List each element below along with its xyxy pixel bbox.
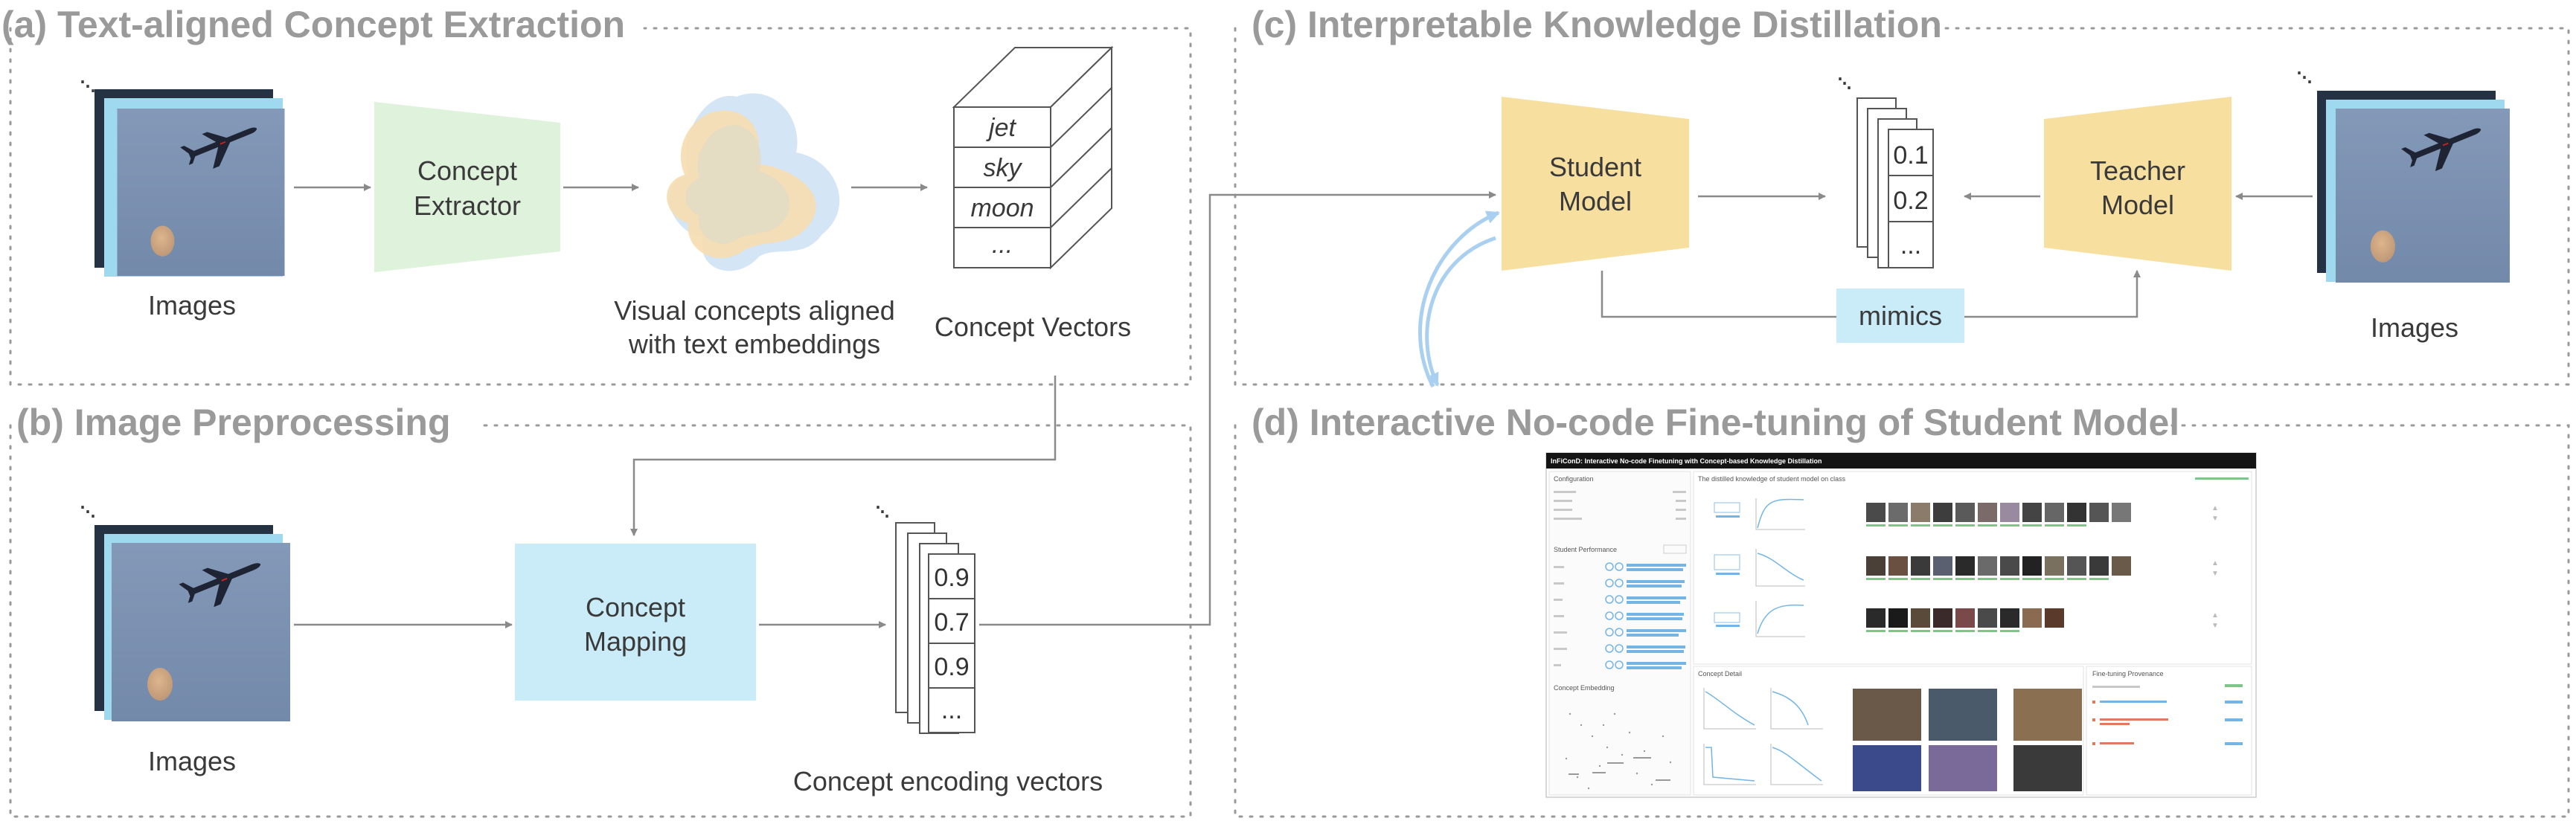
svg-text:.: . [2301, 54, 2308, 85]
concept-vector-word-0: jet [986, 114, 1016, 142]
svg-text:.: . [2295, 50, 2303, 80]
ui-perf-rows [1554, 562, 1686, 669]
teacher-model-label-1: Teacher [2090, 155, 2185, 186]
svg-text:.: . [883, 493, 891, 524]
ui-detail-charts [1703, 688, 1823, 785]
panel-b-images-label: Images [148, 746, 236, 776]
panel-b-border [9, 424, 1192, 818]
concept-vector-word-3: ... [992, 231, 1013, 259]
concept-extractor-label-1: Concept [417, 155, 517, 186]
svg-text:.: . [2306, 59, 2313, 89]
teacher-model: Teacher Model [2044, 97, 2231, 271]
svg-text:.: . [79, 484, 86, 515]
ui-provenance-rows [2092, 684, 2243, 745]
concept-mapping: Concept Mapping [515, 544, 756, 701]
ui-header-title: InFiConD: Interactive No-code Finetuning… [1551, 457, 1822, 465]
panel-c-border [1234, 27, 2570, 386]
panel-b-title: (b) Image Preprocessing [16, 402, 451, 443]
svg-text:.: . [84, 489, 92, 519]
svg-text:.: . [874, 484, 882, 515]
ui-embedding-scatter [1565, 712, 1672, 790]
visual-concept-blob [667, 93, 840, 271]
panel-c-images-label: Images [2371, 312, 2458, 343]
ui-detail-photos [1853, 689, 2082, 791]
ui-header-bar [1546, 453, 2256, 469]
student-model-label-2: Model [1559, 186, 1632, 216]
output-value-0: 0.1 [1893, 141, 1928, 170]
concept-vectors-box [952, 45, 1114, 270]
panel-c-image-stack: . . . [2295, 50, 2510, 283]
ui-provenance-title: Fine-tuning Provenance [2092, 670, 2164, 677]
svg-text:▲: ▲ [2211, 504, 2219, 512]
svg-text:.: . [1836, 56, 1844, 86]
panel-a-images-label: Images [148, 290, 236, 321]
output-value-2: ... [1900, 231, 1921, 260]
feedback-arrow-up [1418, 210, 1500, 388]
concept-mapping-label-1: Concept [586, 592, 685, 622]
mimics-badge: mimics [1836, 289, 1964, 343]
output-vector-stack: . . . [1836, 56, 1934, 268]
arrow-encoding-to-student [979, 191, 1496, 626]
concept-vector-word-2: moon [970, 194, 1034, 222]
encoding-vector-stack: . . . [874, 484, 975, 734]
svg-text:▲: ▲ [2211, 559, 2219, 567]
ui-concept-detail-title: Concept Detail [1698, 670, 1742, 677]
feedback-arrow-down [1425, 236, 1496, 387]
mimics-label: mimics [1859, 300, 1942, 331]
svg-text:.: . [79, 59, 86, 89]
svg-text:.: . [89, 68, 97, 98]
svg-text:▼: ▼ [2211, 515, 2219, 523]
teacher-model-label-2: Model [2101, 190, 2174, 220]
concept-vectors-label: Concept Vectors [935, 312, 1131, 342]
svg-text:.: . [1845, 65, 1853, 95]
svg-text:.: . [89, 493, 97, 524]
arrow-vectors-to-mapping [630, 376, 1057, 536]
student-model-label-1: Student [1549, 152, 1641, 182]
encoding-label: Concept encoding vectors [793, 766, 1103, 796]
panel-d-title: (d) Interactive No-code Fine-tuning of S… [1252, 402, 2179, 443]
encoding-value-3: ... [941, 696, 962, 724]
panel-a-title: (a) Text-aligned Concept Extraction [1, 4, 625, 45]
concept-mapping-label-2: Mapping [584, 626, 687, 657]
svg-text:.: . [879, 489, 886, 519]
ui-concept-rows: ▲ ▼ ▲ ▼ ▲ ▼ [1714, 498, 2219, 637]
concept-extractor: Concept Extractor [374, 102, 560, 272]
ui-screenshot: InFiConD: Interactive No-code Finetuning… [1545, 452, 2257, 798]
concept-vector-word-1: sky [984, 154, 1023, 182]
ui-student-perf-title: Student Performance [1554, 546, 1617, 553]
svg-text:.: . [84, 63, 92, 94]
encoding-value-2: 0.9 [934, 653, 969, 681]
student-model: Student Model [1502, 97, 1689, 271]
panel-a-image-stack: . . . [79, 59, 285, 277]
ui-config-title: Configuration [1554, 475, 1594, 483]
panel-b-image-stack: . . . [79, 484, 290, 721]
svg-text:▼: ▼ [2211, 570, 2219, 578]
svg-text:.: . [1841, 60, 1848, 91]
svg-text:▲: ▲ [2211, 611, 2219, 619]
output-value-1: 0.2 [1893, 187, 1928, 215]
panel-a-border [9, 27, 1192, 386]
panel-d-border [1234, 424, 2570, 818]
concept-extractor-label-2: Extractor [414, 190, 521, 221]
encoding-value-0: 0.9 [934, 564, 969, 592]
visual-concepts-label-2: with text embeddings [628, 329, 880, 359]
svg-text:▼: ▼ [2211, 622, 2219, 630]
visual-concepts-label-1: Visual concepts aligned [614, 295, 895, 326]
encoding-value-1: 0.7 [934, 608, 969, 637]
ui-concept-embedding-title: Concept Embedding [1554, 684, 1615, 692]
ui-distilled-title: The distilled knowledge of student model… [1698, 475, 1846, 483]
panel-c-title: (c) Interpretable Knowledge Distillation [1252, 4, 1942, 45]
